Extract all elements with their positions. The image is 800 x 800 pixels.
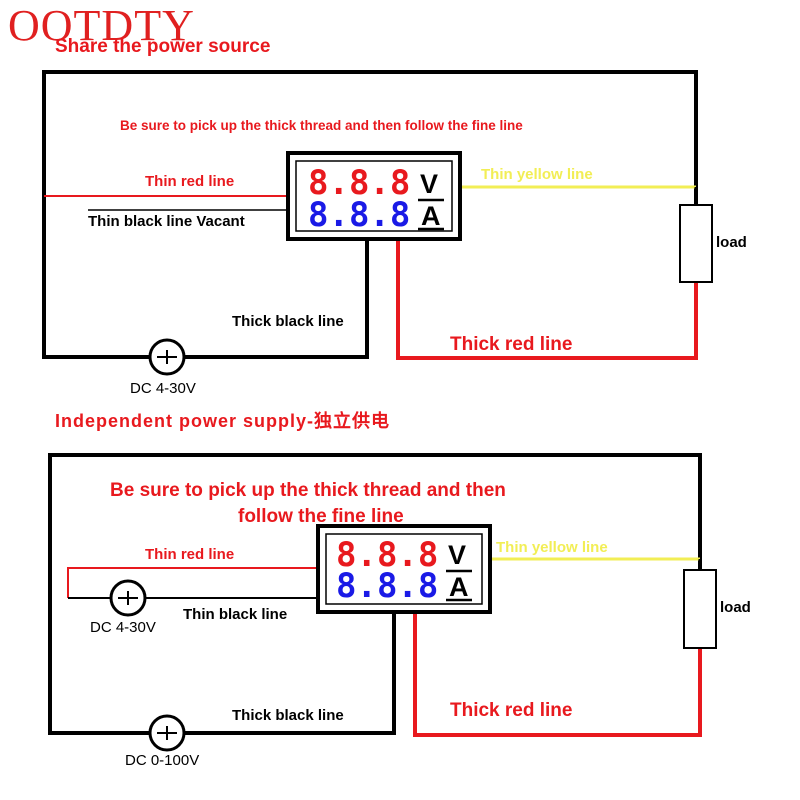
bottom-thin-black-label: Thin black line [183,606,287,623]
bottom-title: Independent power supply-独立供电 [55,410,390,431]
top-thin-red-label: Thin red line [145,173,234,190]
top-meter-amp-reading: 8.8.8 [308,195,410,235]
bottom-circuit-wires [48,453,702,737]
top-meter-amp-unit: A [421,201,441,231]
top-thick-red-wire [396,240,698,360]
top-load-label: load [716,234,747,251]
top-thick-red-label: Thick red line [450,334,572,355]
bottom-load-dc-source [148,714,186,752]
top-title: Share the power source [55,36,270,57]
bottom-meter-dc-source [109,579,147,617]
bottom-meter-amp-reading: 8.8.8 [336,566,438,606]
top-black-loop-wire [42,70,698,205]
bottom-load-source-label: DC 0-100V [125,752,199,769]
top-source-label: DC 4-30V [130,380,196,397]
bottom-meter-volt-unit: V [448,540,466,570]
top-circuit-wires [42,70,698,360]
bottom-thin-yellow-label: Thin yellow line [496,539,608,556]
top-thin-black-label: Thin black line Vacant [88,213,245,230]
brand-logo: OOTDTY [8,1,195,50]
top-load-resistor [679,204,713,283]
top-meter-volt-unit: V [420,169,438,199]
top-dc-source [148,338,186,376]
bottom-black-loop-wire [48,453,702,600]
bottom-load-label: load [720,599,751,616]
bottom-meter-source-label: DC 4-30V [90,619,156,636]
top-instruction: Be sure to pick up the thick thread and … [120,118,523,133]
bottom-meter: 8.8.8 8.8.8 V A [316,524,492,614]
bottom-instruction-line2: follow the fine line [238,506,404,527]
bottom-thick-black-wire [184,612,396,735]
top-thick-black-wire [184,240,369,359]
bottom-black-left-down [48,600,150,735]
bottom-thin-red-label: Thin red line [145,546,234,563]
bottom-thin-red-wire [67,567,318,598]
bottom-instruction-line1: Be sure to pick up the thick thread and … [110,480,506,501]
bottom-meter-volt-reading: 8.8.8 [336,535,438,575]
bottom-load-resistor [683,569,717,649]
top-thin-yellow-label: Thin yellow line [481,166,593,183]
bottom-thick-red-wire [413,612,702,737]
top-meter-volt-reading: 8.8.8 [308,163,410,203]
bottom-thick-red-label: Thick red line [450,700,572,721]
bottom-meter-amp-unit: A [449,572,469,602]
top-thick-black-label: Thick black line [232,313,344,330]
top-meter: 8.8.8 8.8.8 V A [286,151,462,241]
bottom-thick-black-label: Thick black line [232,707,344,724]
top-black-bottom-left [42,196,150,359]
